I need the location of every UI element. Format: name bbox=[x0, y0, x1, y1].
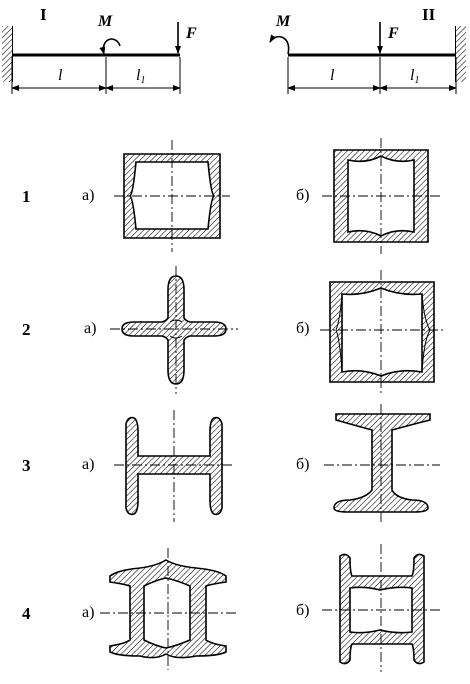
section-1b-box bbox=[333, 149, 429, 243]
row-2-right-variant: б) bbox=[296, 320, 310, 337]
moment-arrow-two bbox=[269, 34, 290, 55]
row-3-left-variant: а) bbox=[82, 456, 95, 473]
span-left-label-one: l bbox=[58, 67, 63, 84]
row-number-1: 1 bbox=[22, 187, 31, 206]
section-1a-box bbox=[123, 153, 221, 239]
section-4b-box-flanged bbox=[339, 553, 425, 665]
scheme-one-label: I bbox=[40, 5, 47, 24]
beam-scheme-one bbox=[2, 22, 181, 94]
row-1-right-variant: б) bbox=[296, 187, 310, 204]
moment-label-one: M bbox=[98, 13, 113, 30]
moment-arrow-one bbox=[99, 38, 121, 55]
section-3b-i-beam bbox=[333, 413, 431, 513]
row-3-right-variant: б) bbox=[296, 456, 310, 473]
section-2a-cross bbox=[121, 275, 227, 385]
beam-scheme-two bbox=[269, 22, 466, 94]
row-number-2: 2 bbox=[22, 320, 31, 339]
force-label-one: F bbox=[186, 25, 197, 42]
scheme-two-label: II bbox=[422, 5, 436, 24]
span-left-label-two: l bbox=[330, 67, 335, 84]
dimension-lines-two bbox=[287, 57, 457, 94]
fixed-support-right bbox=[455, 26, 466, 82]
row-number-3: 3 bbox=[22, 456, 31, 475]
moment-label-two: M bbox=[276, 13, 291, 30]
fixed-support-left bbox=[2, 26, 13, 82]
force-label-two: F bbox=[388, 25, 399, 42]
span-right-label-one: l1 bbox=[136, 67, 146, 86]
row-4-right-variant: б) bbox=[296, 602, 310, 619]
row-2-left-variant: а) bbox=[84, 320, 97, 337]
row-number-4: 4 bbox=[22, 604, 31, 623]
row-4-left-variant: а) bbox=[82, 604, 95, 621]
span-right-label-two: l1 bbox=[410, 67, 420, 86]
axis-lines bbox=[100, 138, 444, 672]
section-2b-box bbox=[329, 281, 435, 383]
section-4a-box-flanged bbox=[109, 559, 227, 659]
dimension-lines-one bbox=[11, 57, 181, 94]
row-1-left-variant: а) bbox=[82, 187, 95, 204]
